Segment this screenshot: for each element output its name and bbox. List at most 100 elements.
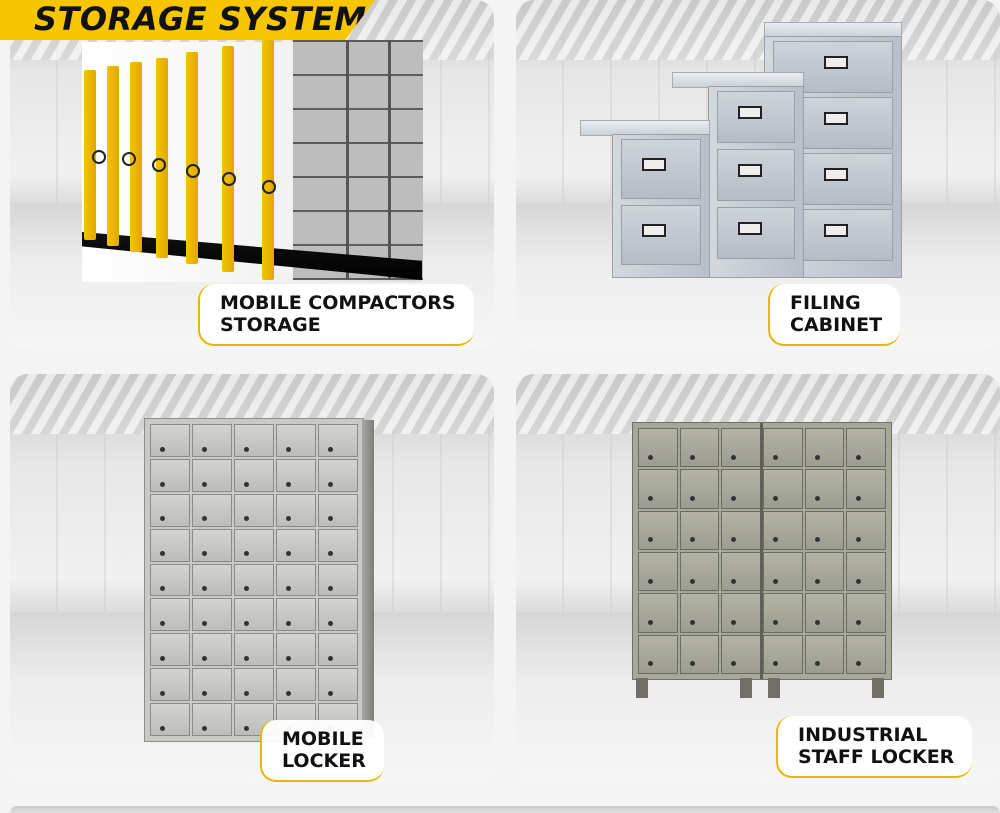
locker-door <box>192 598 232 632</box>
product-label: INDUSTRIAL STAFF LOCKER <box>776 716 973 778</box>
lock-icon <box>689 578 695 584</box>
lock-icon <box>648 578 654 584</box>
mobile-compactor-image <box>10 0 494 350</box>
lock-icon <box>731 454 737 460</box>
lock-icon <box>286 551 292 557</box>
lock-icon <box>731 619 737 625</box>
locker-door <box>192 528 232 562</box>
locker-door <box>846 428 886 468</box>
locker-door <box>638 634 678 674</box>
lock-icon <box>160 621 166 627</box>
lock-icon <box>856 661 862 667</box>
lock-icon <box>202 586 208 592</box>
locker-door <box>192 633 232 667</box>
lock-icon <box>160 551 166 557</box>
lock-icon <box>202 446 208 452</box>
locker-door <box>276 528 316 562</box>
lock-icon <box>648 454 654 460</box>
product-label: MOBILE COMPACTORS STORAGE <box>198 284 474 346</box>
locker-door <box>234 668 274 702</box>
lock-icon <box>328 621 334 627</box>
locker-door <box>804 552 845 592</box>
locker-door <box>846 634 886 674</box>
industrial-locker-image <box>632 422 892 680</box>
locker-door <box>804 428 845 468</box>
locker-door <box>721 634 761 674</box>
locker-door <box>846 469 886 509</box>
lock-icon <box>689 537 695 543</box>
lock-icon <box>856 495 862 501</box>
lock-icon <box>328 690 334 696</box>
locker-door <box>234 458 274 492</box>
locker-door <box>679 428 720 468</box>
locker-door <box>150 458 190 492</box>
product-card-mobile-compactors[interactable]: MOBILE COMPACTORS STORAGE <box>10 0 494 350</box>
lock-icon <box>202 516 208 522</box>
lock-icon <box>328 446 334 452</box>
lock-icon <box>160 725 166 731</box>
locker-door <box>804 634 845 674</box>
locker-door <box>804 593 845 633</box>
locker-door <box>150 668 190 702</box>
lock-icon <box>689 454 695 460</box>
lock-icon <box>286 690 292 696</box>
locker-door <box>150 424 190 457</box>
locker-door <box>763 428 803 468</box>
locker-door <box>638 593 678 633</box>
lock-icon <box>244 690 250 696</box>
lock-icon <box>286 655 292 661</box>
lock-icon <box>160 481 166 487</box>
locker-door <box>846 552 886 592</box>
lock-icon <box>648 537 654 543</box>
locker-door <box>192 668 232 702</box>
lock-icon <box>244 516 250 522</box>
lock-icon <box>648 661 654 667</box>
product-card-mobile-locker[interactable]: MOBILE LOCKER <box>10 374 494 784</box>
locker-door <box>638 428 678 468</box>
locker-door <box>679 552 720 592</box>
lock-icon <box>286 621 292 627</box>
locker-door <box>721 428 761 468</box>
locker-door <box>276 493 316 527</box>
product-card-industrial-staff-locker[interactable]: INDUSTRIAL STAFF LOCKER <box>516 374 1000 784</box>
locker-door <box>804 469 845 509</box>
locker-door <box>679 469 720 509</box>
product-card-filing-cabinet[interactable]: FILING CABINET <box>516 0 1000 350</box>
section-title: STORAGE SYSTEM <box>34 0 367 38</box>
locker-door <box>276 424 316 457</box>
lock-icon <box>731 537 737 543</box>
lock-icon <box>648 619 654 625</box>
lock-icon <box>731 661 737 667</box>
locker-door <box>276 633 316 667</box>
lock-icon <box>648 495 654 501</box>
lock-icon <box>244 446 250 452</box>
locker-door <box>234 493 274 527</box>
locker-door <box>721 593 761 633</box>
lock-icon <box>773 578 779 584</box>
locker-door <box>679 593 720 633</box>
lock-icon <box>856 537 862 543</box>
locker-door <box>763 552 803 592</box>
lock-icon <box>244 621 250 627</box>
locker-door <box>192 563 232 597</box>
lock-icon <box>856 619 862 625</box>
lock-icon <box>328 655 334 661</box>
locker-door <box>318 528 358 562</box>
lock-icon <box>814 495 820 501</box>
product-label: FILING CABINET <box>768 284 901 346</box>
locker-door <box>150 598 190 632</box>
locker-door <box>721 510 761 550</box>
locker-door <box>638 469 678 509</box>
locker-door <box>192 493 232 527</box>
lock-icon <box>328 586 334 592</box>
lock-icon <box>202 725 208 731</box>
locker-door <box>276 668 316 702</box>
locker-door <box>150 563 190 597</box>
locker-door <box>150 703 190 736</box>
lock-icon <box>160 690 166 696</box>
locker-door <box>318 563 358 597</box>
lock-icon <box>328 516 334 522</box>
lock-icon <box>244 655 250 661</box>
locker-door <box>763 593 803 633</box>
lock-icon <box>814 454 820 460</box>
